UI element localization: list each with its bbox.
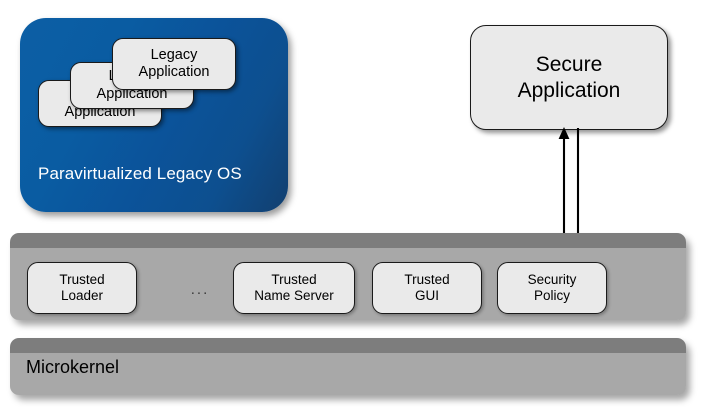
- legacy-application-box-1: Legacy Application: [112, 38, 236, 90]
- secure-application-line1: Secure: [535, 52, 603, 76]
- trusted-loader-box: Trusted Loader: [27, 262, 137, 314]
- secure-application-line2: Application: [517, 78, 621, 102]
- kernel-slab-body: [10, 353, 686, 395]
- microkernel-slab: [10, 338, 686, 395]
- secure-application-box: Secure Application: [470, 25, 668, 130]
- trusted-name-server-line1: Trusted: [271, 271, 317, 287]
- trusted-loader-line1: Trusted: [59, 271, 105, 287]
- legacy-application-line1: Legacy: [150, 46, 198, 63]
- security-policy-line1: Security: [527, 271, 577, 287]
- trusted-loader-line2: Loader: [60, 288, 104, 303]
- microkernel-label: Microkernel: [26, 357, 120, 377]
- security-policy-box: Security Policy: [497, 262, 607, 314]
- legacy-application-line2: Application: [138, 64, 210, 80]
- trusted-gui-line2: GUI: [414, 288, 439, 303]
- security-policy-line2: Policy: [533, 288, 570, 303]
- kernel-slab-top-bevel: [10, 338, 686, 355]
- trusted-gui-line1: Trusted: [404, 271, 450, 287]
- trusted-name-server-line2: Name Server: [254, 288, 334, 303]
- legacy-os-label: Paravirtualized Legacy OS: [38, 164, 242, 183]
- trusted-name-server-box: Trusted Name Server: [233, 262, 355, 314]
- services-slab-top-bevel: [10, 233, 686, 250]
- services-ellipsis: ...: [190, 281, 210, 298]
- trusted-gui-box: Trusted GUI: [372, 262, 482, 314]
